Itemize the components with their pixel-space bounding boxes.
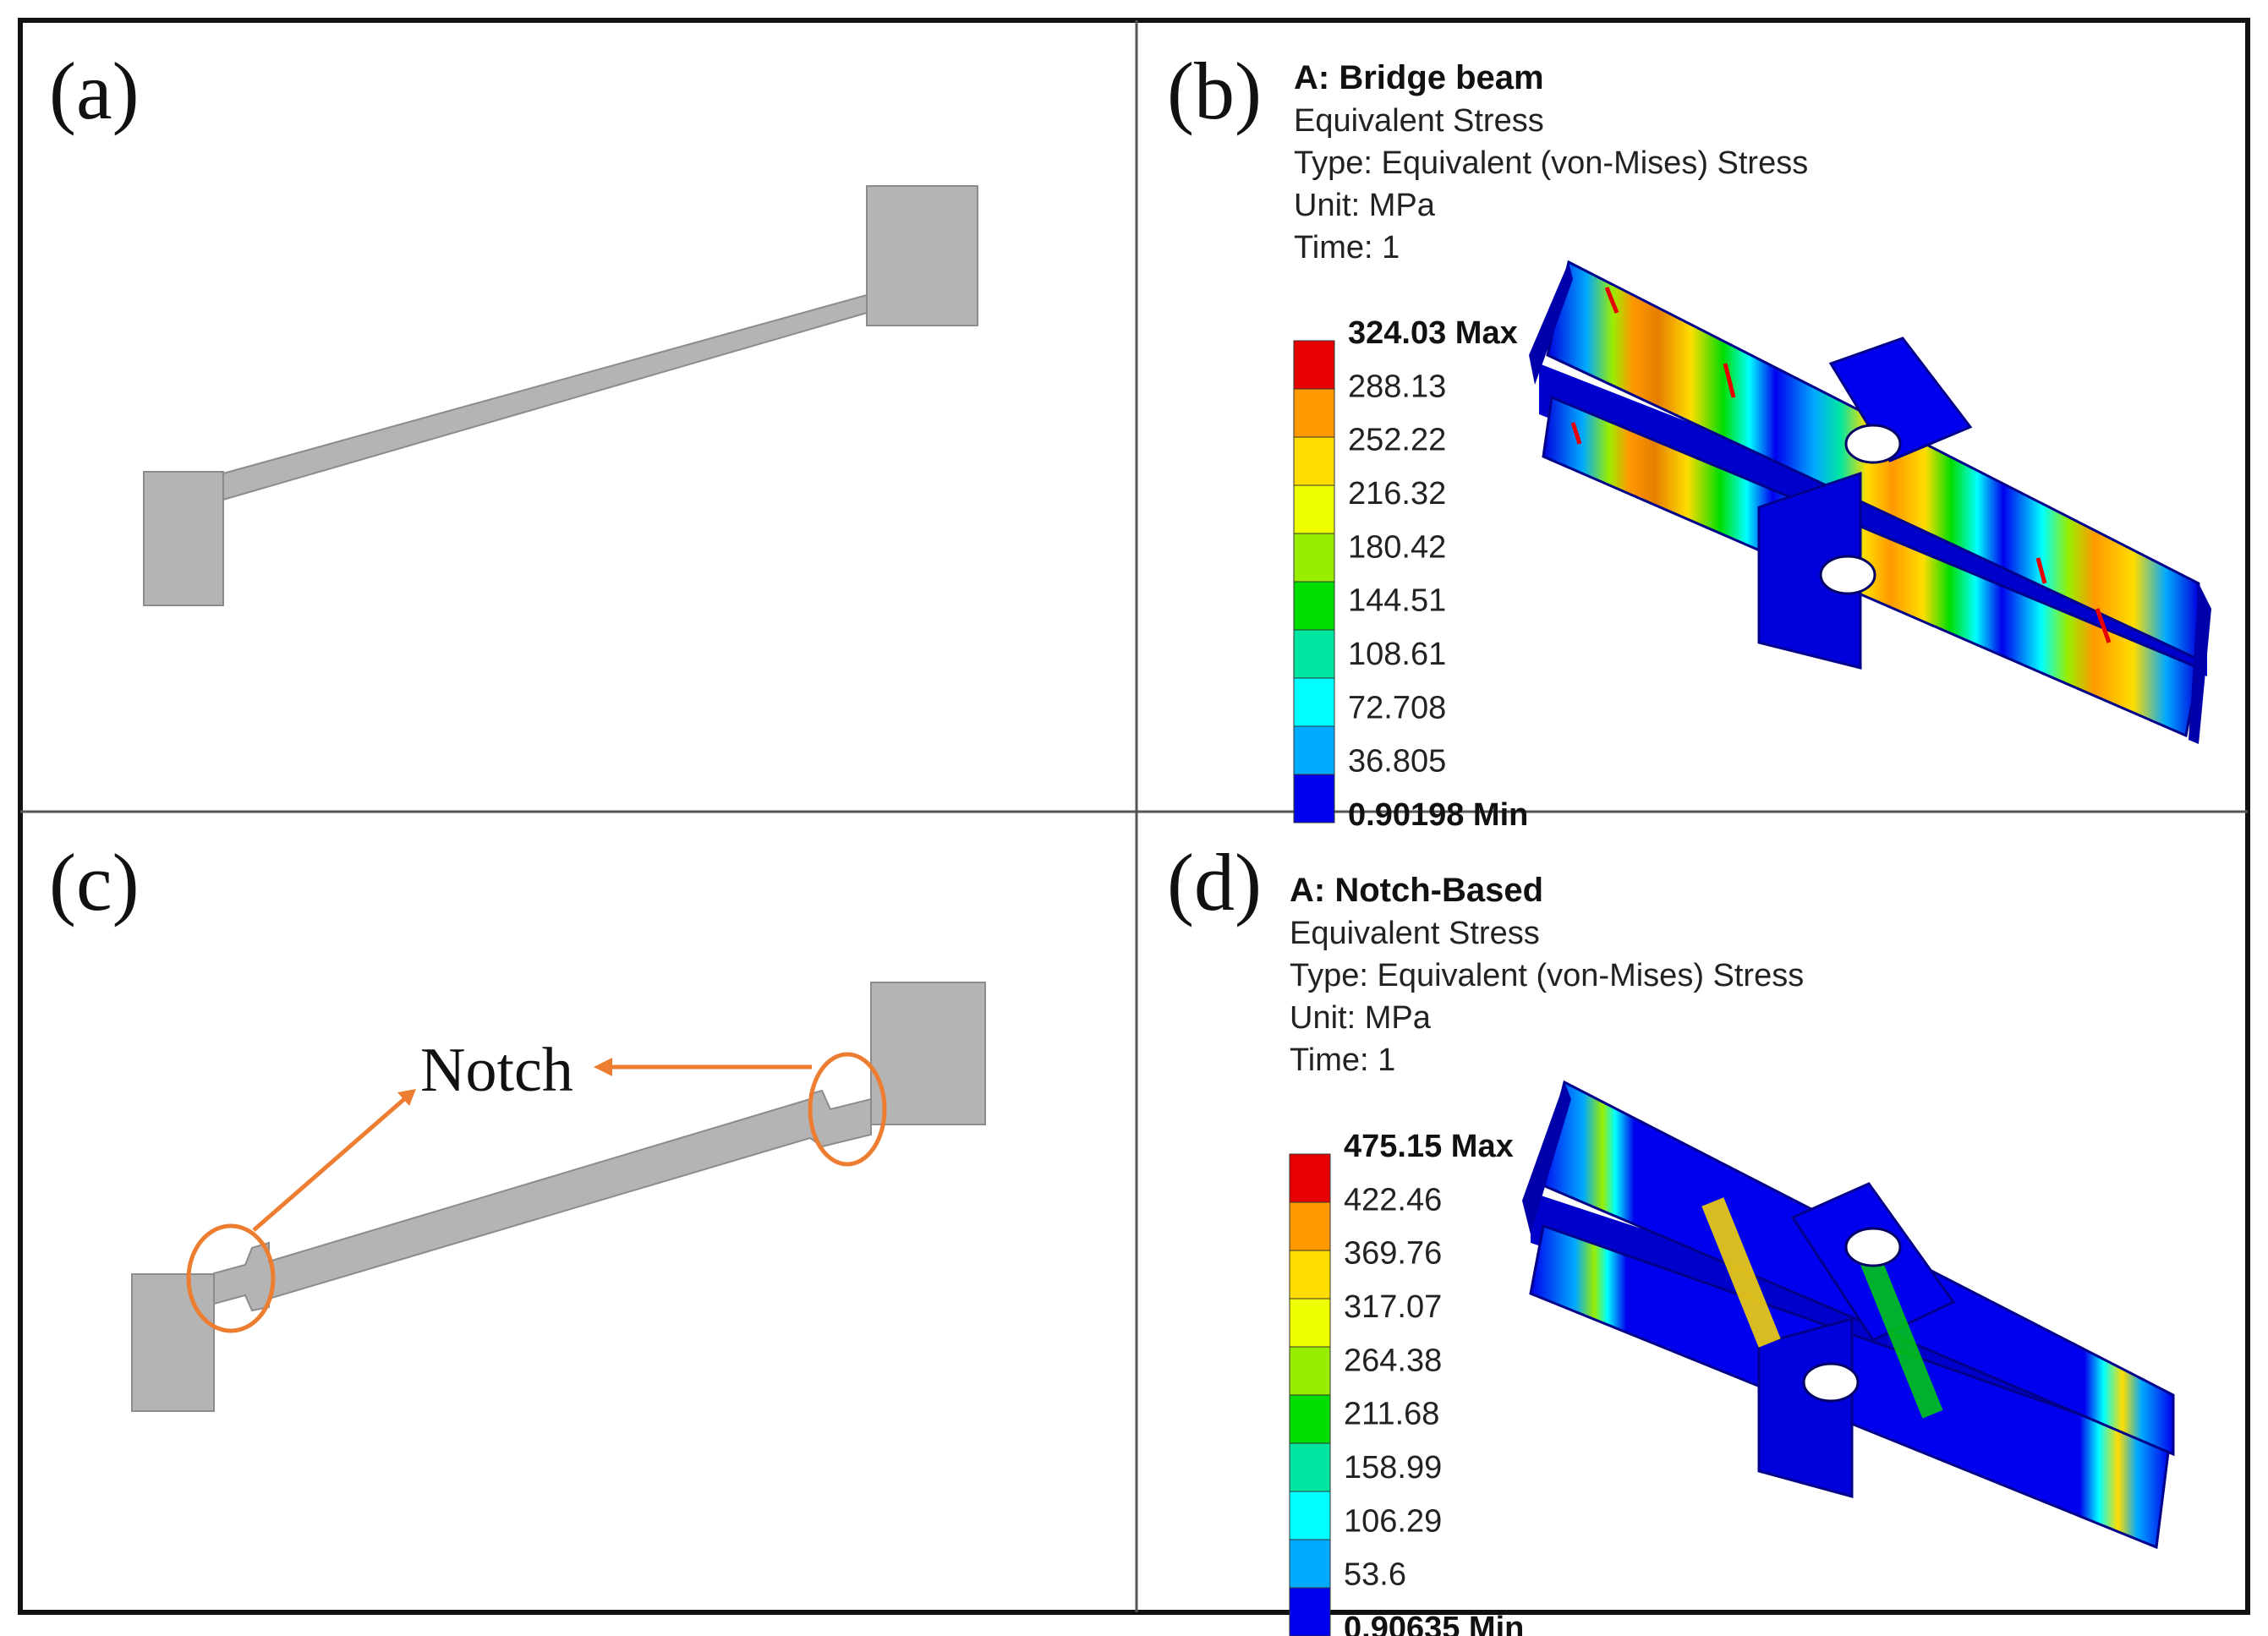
- b-legend-label-9: 0.90198 Min: [1348, 797, 1528, 833]
- b-legend-swatch-2: [1293, 436, 1335, 486]
- right-anchor-block-c: [870, 982, 986, 1125]
- left-end-face-b: [1529, 262, 1573, 385]
- d-legend-swatch-9: [1289, 1587, 1331, 1636]
- left-notch-arrow: [252, 1097, 406, 1232]
- b-legend-label-7: 72.708: [1348, 690, 1446, 725]
- left-end-face-d: [1522, 1082, 1571, 1234]
- panel-b: (b) A: Bridge beam Equivalent Stress Typ…: [1167, 46, 2211, 833]
- center-hole-upper-d: [1844, 1227, 1902, 1267]
- panel-c: (c) Notch: [49, 837, 986, 1412]
- b-legend-swatch-9: [1293, 774, 1335, 823]
- panel-d: (d) A: Notch-Based Equivalent Stress Typ…: [1167, 837, 2175, 1636]
- panel-d-type: Type: Equivalent (von-Mises) Stress: [1290, 958, 1804, 993]
- stress-band-1-d: [1701, 1197, 1781, 1348]
- d-legend-label-8: 53.6: [1344, 1557, 1406, 1593]
- d-legend-label-0: 475.15 Max: [1344, 1129, 1514, 1164]
- b-legend-label-5: 144.51: [1348, 583, 1446, 619]
- center-hole-lower-b: [1819, 555, 1876, 595]
- d-legend-swatch-3: [1289, 1298, 1331, 1348]
- center-block-front-b: [1757, 471, 1862, 670]
- center-hole-upper-b: [1844, 424, 1902, 464]
- d-legend-swatch-0: [1289, 1153, 1331, 1203]
- panel-a-letter: (a): [49, 46, 140, 136]
- b-legend-label-3: 216.32: [1348, 476, 1446, 512]
- b-legend-swatch-0: [1293, 340, 1335, 390]
- b-legend-label-6: 108.61: [1348, 637, 1446, 672]
- panel-a: (a): [49, 46, 978, 606]
- center-block-front-d: [1757, 1317, 1854, 1498]
- panel-c-letter: (c): [49, 837, 140, 927]
- legend-b: 324.03 Max 288.13 252.22 216.32 180.42 144.51…: [1293, 315, 1528, 833]
- b-legend-swatch-5: [1293, 581, 1335, 631]
- d-legend-label-6: 158.99: [1344, 1450, 1442, 1486]
- panel-d-unit: Unit: MPa: [1290, 1000, 1432, 1036]
- panel-d-letter: (d): [1167, 837, 1262, 927]
- d-legend-label-5: 211.68: [1344, 1397, 1439, 1432]
- notch-label: Notch: [420, 1036, 573, 1105]
- notch-beam-geometry: [131, 982, 986, 1412]
- d-legend-swatch-2: [1289, 1250, 1331, 1299]
- right-anchor-block: [866, 185, 978, 326]
- notch-annotations: [186, 1052, 887, 1333]
- b-legend-label-1: 288.13: [1348, 369, 1446, 404]
- d-legend-swatch-5: [1289, 1394, 1331, 1444]
- right-notch-circle: [808, 1052, 887, 1167]
- b-legend-swatch-7: [1293, 677, 1335, 727]
- d-legend-swatch-8: [1289, 1539, 1331, 1589]
- figure-border: [18, 18, 2250, 1615]
- d-legend-label-1: 422.46: [1344, 1182, 1442, 1217]
- fea-model-b: [1529, 260, 2211, 744]
- notched-beam: [213, 1089, 872, 1312]
- panel-d-time: Time: 1: [1290, 1042, 1395, 1078]
- hot-spots-b: [1570, 287, 2112, 643]
- stress-band-2-d: [1859, 1253, 1943, 1419]
- left-notch-circle: [186, 1223, 276, 1333]
- panel-b-letter: (b): [1167, 46, 1262, 136]
- legend-d: 475.15 Max 422.46 369.76 317.07 264.38 211.68…: [1289, 1129, 1524, 1636]
- lower-beam-side-b: [1539, 364, 2207, 676]
- bridge-beam-geometry: [143, 185, 978, 606]
- panel-b-type: Type: Equivalent (von-Mises) Stress: [1294, 145, 1808, 181]
- b-legend-swatch-4: [1293, 533, 1335, 583]
- d-legend-swatch-4: [1289, 1346, 1331, 1396]
- left-anchor-block-c: [131, 1273, 215, 1412]
- center-hole-lower-d: [1802, 1362, 1860, 1403]
- fea-model-d: [1522, 1080, 2175, 1550]
- d-legend-label-7: 106.29: [1344, 1503, 1442, 1539]
- left-notch-arrowhead: [397, 1089, 416, 1106]
- d-legend-label-4: 264.38: [1344, 1343, 1442, 1378]
- straight-beam: [222, 293, 868, 501]
- b-legend-swatch-3: [1293, 484, 1335, 534]
- d-legend-swatch-7: [1289, 1491, 1331, 1540]
- d-legend-label-2: 369.76: [1344, 1236, 1442, 1272]
- right-end-face-b: [2189, 583, 2211, 744]
- d-legend-swatch-1: [1289, 1201, 1331, 1251]
- left-anchor-block: [143, 471, 224, 606]
- panel-d-title: A: Notch-Based: [1290, 872, 1543, 909]
- b-legend-label-2: 252.22: [1348, 423, 1446, 458]
- b-legend-swatch-6: [1293, 629, 1335, 679]
- d-legend-label-9: 0.90635 Min: [1344, 1611, 1524, 1636]
- panel-b-unit: Unit: MPa: [1294, 188, 1436, 223]
- right-notch-arrowhead: [594, 1058, 612, 1076]
- panel-b-result: Equivalent Stress: [1294, 103, 1544, 139]
- b-legend-label-4: 180.42: [1348, 529, 1446, 565]
- d-legend-swatch-6: [1289, 1442, 1331, 1492]
- d-legend-label-3: 317.07: [1344, 1289, 1442, 1325]
- panel-b-title: A: Bridge beam: [1294, 59, 1544, 96]
- b-legend-label-8: 36.805: [1348, 744, 1446, 780]
- panel-d-result: Equivalent Stress: [1290, 916, 1540, 951]
- panel-b-time: Time: 1: [1294, 230, 1400, 265]
- b-legend-swatch-1: [1293, 388, 1335, 438]
- b-legend-label-0: 324.03 Max: [1348, 315, 1518, 351]
- b-legend-swatch-8: [1293, 725, 1335, 775]
